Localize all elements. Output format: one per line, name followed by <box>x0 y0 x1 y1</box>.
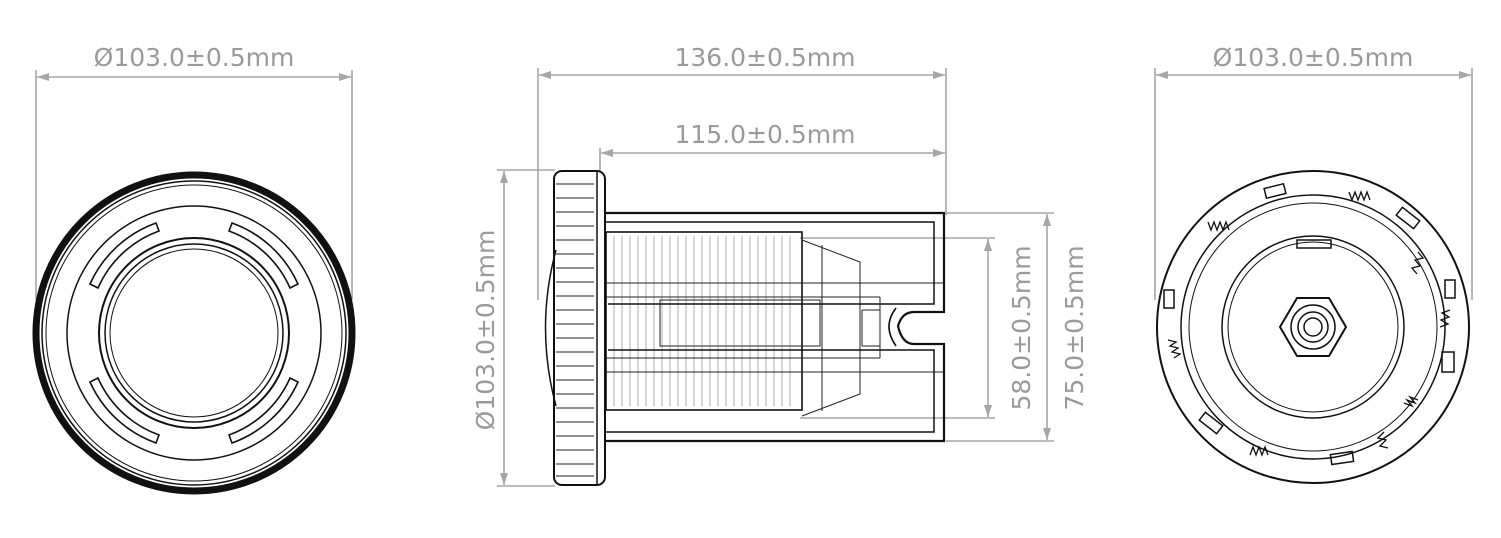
overall-length-dimension: 136.0±0.5mm <box>537 43 947 300</box>
side-view: 136.0±0.5mm 115.0±0.5mm Ø103.0±0.5mm 58.… <box>471 43 1089 487</box>
inner-height-dimension: 58.0±0.5mm <box>800 237 1036 419</box>
rear-tabs <box>1163 182 1456 466</box>
inner-height-label: 58.0±0.5mm <box>1007 245 1036 410</box>
body-length-label: 115.0±0.5mm <box>675 120 856 149</box>
rear-housing <box>1156 170 1470 484</box>
rear-diameter-label: Ø103.0±0.5mm <box>1213 43 1414 72</box>
rear-diameter-dimension: Ø103.0±0.5mm <box>1154 43 1473 300</box>
front-diameter-label: Ø103.0±0.5mm <box>94 43 295 72</box>
rear-connector-nut <box>1278 297 1348 357</box>
rear-view: Ø103.0±0.5mm <box>1154 43 1473 484</box>
overall-length-label: 136.0±0.5mm <box>675 43 856 72</box>
rear-vents <box>1167 190 1451 457</box>
front-diameter-dimension: Ø103.0±0.5mm <box>35 43 353 300</box>
outer-height-dimension: 75.0±0.5mm <box>946 212 1089 442</box>
flange-diameter-label: Ø103.0±0.5mm <box>471 230 500 431</box>
body-length-dimension: 115.0±0.5mm <box>599 120 945 172</box>
flange-diameter-dimension: Ø103.0±0.5mm <box>471 169 555 487</box>
front-lens <box>32 171 356 495</box>
front-lens-grid <box>110 249 278 417</box>
front-clip-slots <box>88 221 300 445</box>
front-view: Ø103.0±0.5mm <box>32 43 356 495</box>
side-body <box>544 170 946 486</box>
outer-height-label: 75.0±0.5mm <box>1060 245 1089 410</box>
